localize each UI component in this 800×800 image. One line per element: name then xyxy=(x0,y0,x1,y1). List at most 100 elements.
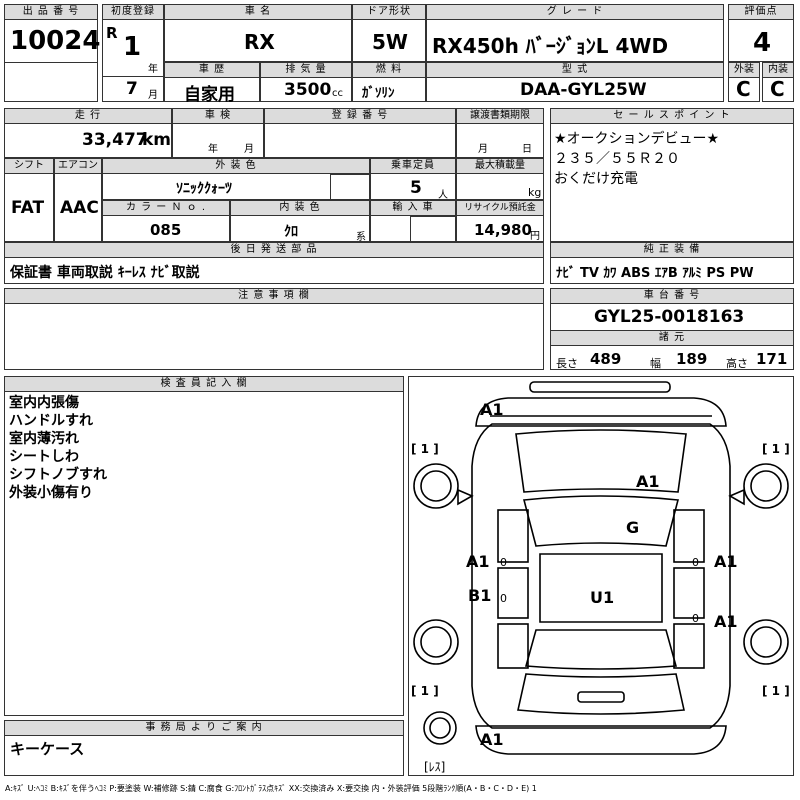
mark-windshield: G xyxy=(626,518,640,537)
dims-width-label: 幅 xyxy=(650,357,661,370)
first-reg-label: 初度登録 xyxy=(102,4,164,20)
dims-label: 諸 元 xyxy=(550,330,794,346)
lot-number: 10024 xyxy=(10,26,101,56)
chassis-label: 車 台 番 号 xyxy=(550,288,794,304)
sales-point-line: ★オークションデビュー★ xyxy=(554,131,720,147)
spare-tire-label: [ﾚｽ] xyxy=(424,760,446,774)
grade-label: グ レ ー ド xyxy=(426,4,724,20)
dims-height: 171 xyxy=(756,350,788,368)
score-value: 4 xyxy=(753,28,772,58)
max-load-label: 最大積載量 xyxy=(456,158,544,174)
mark-right-rear-door: A1 xyxy=(714,612,738,631)
svg-text:0: 0 xyxy=(500,592,507,605)
color-no-label: カ ラ ー Ｎ ｏ . xyxy=(102,200,230,216)
notes-label: 注 意 事 項 欄 xyxy=(4,288,544,304)
car-name-label: 車 名 xyxy=(164,4,352,20)
color-no-value: 085 xyxy=(150,221,182,239)
ext-color-label: 外 装 色 xyxy=(102,158,370,174)
inspector-line: ハンドルすれ xyxy=(9,413,93,429)
door-value: 5W xyxy=(372,30,408,54)
displacement-label: 排 気 量 xyxy=(260,62,352,78)
tire-rear-right: [ 1 ] xyxy=(762,684,790,698)
capacity-value: 5 xyxy=(410,178,422,198)
mileage-value: 33,477 xyxy=(82,130,148,150)
ext-score-value: C xyxy=(736,77,751,101)
inspector-line: 室内薄汚れ xyxy=(9,431,79,447)
capacity-unit: 人 xyxy=(438,190,448,201)
office-label: 事 務 局 よ り ご 案 内 xyxy=(4,720,404,736)
inspector-line: シートしわ xyxy=(9,449,79,465)
aircon-label: エアコン xyxy=(54,158,102,174)
first-reg-month: 7 xyxy=(126,79,138,99)
first-reg-year-unit: 年 xyxy=(148,64,158,75)
import-divider xyxy=(410,216,456,242)
shift-value: FAT xyxy=(11,198,45,218)
grade-value: RX450h ﾊﾞｰｼﾞｮﾝL 4WD xyxy=(432,34,669,58)
dims-length: 489 xyxy=(590,350,622,368)
int-score-label: 内装 xyxy=(762,62,794,78)
later-parts-label: 後 日 発 送 部 品 xyxy=(4,242,544,258)
inspection-year-unit: 年 xyxy=(208,144,218,155)
shift-label: シフト xyxy=(4,158,54,174)
mark-roof: U1 xyxy=(590,588,615,607)
first-reg-month-unit: 月 xyxy=(148,90,158,101)
mark-rear-bumper: A1 xyxy=(480,730,504,749)
office-value: キーケース xyxy=(10,740,85,758)
reg-number-label: 登 録 番 号 xyxy=(264,108,456,124)
sales-point-label: セ ー ル ス ポ イ ン ト xyxy=(550,108,794,124)
displacement-unit: cc xyxy=(332,88,343,99)
inspection-label: 車 検 xyxy=(172,108,264,124)
dims-width: 189 xyxy=(676,350,708,368)
aircon-value: AAC xyxy=(60,198,99,218)
car-diagram: 0 0 0 0 xyxy=(413,381,789,755)
tire-rear-left: [ 1 ] xyxy=(411,684,439,698)
int-score-value: C xyxy=(770,77,785,101)
fuel-value: ｶﾞｿﾘﾝ xyxy=(362,86,395,101)
history-label: 車 歴 xyxy=(164,62,260,78)
ext-color-divider xyxy=(330,174,370,200)
recycle-label: リサイクル預託金 xyxy=(456,200,544,216)
tire-front-right: [ 1 ] xyxy=(762,442,790,456)
import-label: 輸 入 車 xyxy=(370,200,456,216)
legend-text: A:ｷｽﾞ U:ﾍｺﾐ B:ｷｽﾞを伴うﾍｺﾐ P:要塗装 W:補修跡 S:錆 … xyxy=(5,784,537,793)
mark-front-bumper: A1 xyxy=(480,400,504,419)
sales-point-line: ２３５／５５Ｒ２０ xyxy=(554,151,680,167)
inspector-line: 外装小傷有り xyxy=(9,485,93,501)
mileage-unit: km xyxy=(142,130,172,150)
int-color-label: 内 装 色 xyxy=(230,200,370,216)
history-value: 自家用 xyxy=(184,85,235,105)
equipment-label: 純 正 装 備 xyxy=(550,242,794,258)
chassis-value: GYL25-0018163 xyxy=(594,307,745,327)
capacity-label: 乗車定員 xyxy=(370,158,456,174)
mileage-label: 走 行 xyxy=(4,108,172,124)
ext-score-label: 外装 xyxy=(728,62,760,78)
recycle-unit: 円 xyxy=(530,231,540,242)
max-load-unit: kg xyxy=(528,186,542,199)
first-reg-era: R xyxy=(106,24,118,42)
tire-front-left: [ 1 ] xyxy=(411,442,439,456)
later-parts-value: 保証書 車両取説 ｷｰﾚｽ ﾅﾋﾞ取説 xyxy=(10,265,200,281)
svg-text:0: 0 xyxy=(500,556,507,569)
mark-left-rear-door: B1 xyxy=(468,586,492,605)
int-color-unit: 系 xyxy=(356,232,366,243)
dims-length-label: 長さ xyxy=(556,357,578,370)
lot-label: 出 品 番 号 xyxy=(4,4,98,20)
int-color-value: ｸﾛ xyxy=(284,224,298,240)
inspector-line: 室内内張傷 xyxy=(9,395,79,411)
deadline-month-unit: 月 xyxy=(478,144,488,155)
deadline-label: 譲渡書類期限 xyxy=(456,108,544,124)
sales-point-list: ★オークションデビュー★ ２３５／５５Ｒ２０ おくだけ充電 xyxy=(554,129,719,189)
inspector-label: 検 査 員 記 入 欄 xyxy=(4,376,404,392)
first-reg-month-cell xyxy=(102,76,164,102)
mark-right-front-door: A1 xyxy=(714,552,738,571)
displacement-value: 3500 xyxy=(284,80,332,100)
recycle-value: 14,980 xyxy=(474,221,532,239)
inspector-list: 室内内張傷 ハンドルすれ 室内薄汚れ シートしわ シフトノブすれ 外装小傷有り xyxy=(9,394,107,502)
model-value: DAA-GYL25W xyxy=(520,80,647,100)
svg-text:0: 0 xyxy=(692,612,699,625)
deadline-day-unit: 日 xyxy=(522,144,532,155)
first-reg-year: 1 xyxy=(123,32,142,62)
model-label: 型 式 xyxy=(426,62,724,78)
equipment-value: ﾅﾋﾞ TV ｶﾜ ABS ｴｱB ｱﾙﾐ PS PW xyxy=(556,266,754,281)
mark-left-front-door: A1 xyxy=(466,552,490,571)
